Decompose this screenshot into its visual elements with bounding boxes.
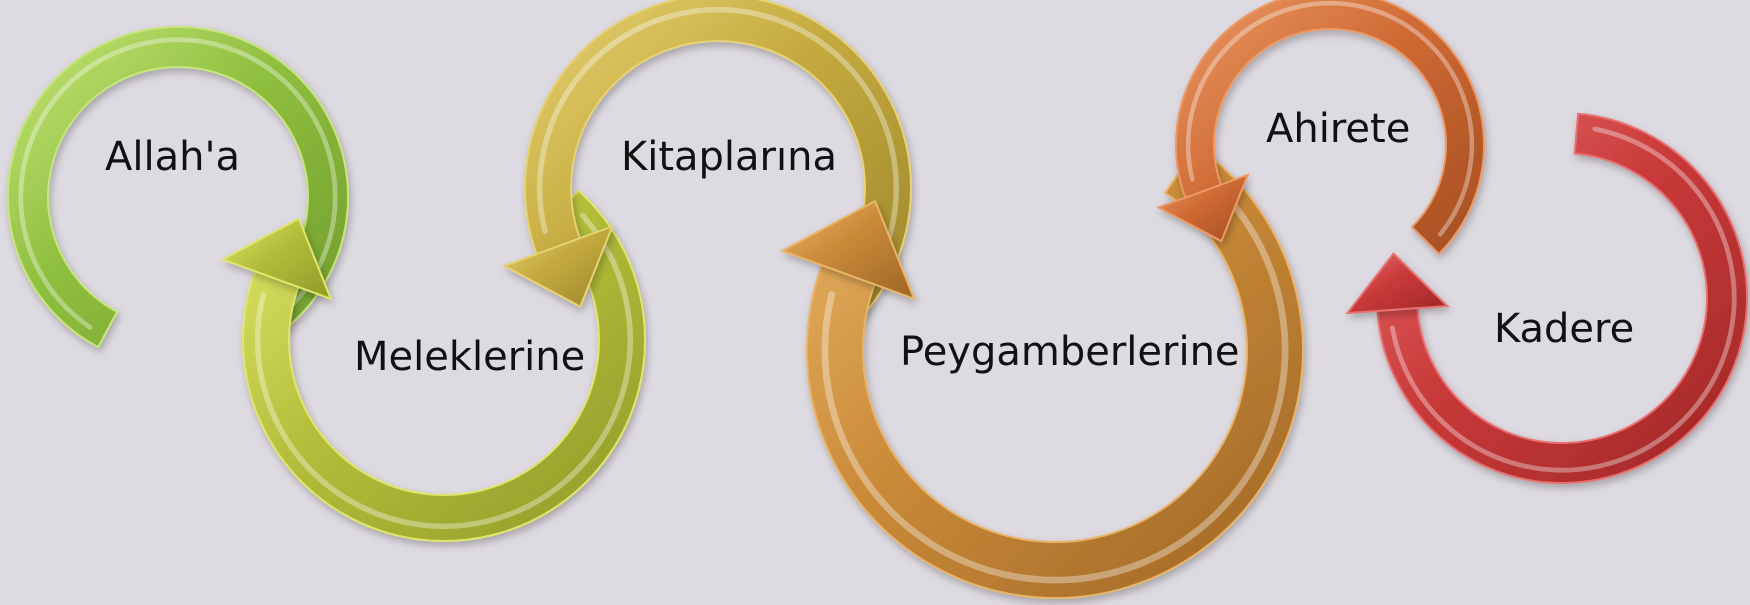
stage-label-meleklerine: Meleklerine [354,334,585,380]
arrow-peygamberlerine-head [780,199,916,301]
arrow-kadere-highlight [1390,126,1737,473]
stage-label-kadere: Kadere [1494,306,1634,352]
arrow-ahirete-highlight [1185,0,1475,237]
arrow-ahirete-body [1175,0,1485,256]
arrow-group [7,0,1748,599]
arrow-meleklerine-highlight [254,212,634,530]
stage-label-kitaplarina: Kitaplarına [621,134,837,180]
stage-label-ahirete: Ahirete [1266,106,1410,152]
arrow-kitaplarina-highlight [536,6,900,311]
arrow-kitaplarina-head [501,224,615,309]
arrow-allaha-body [7,26,349,349]
arrow-allaha-highlight [18,37,338,330]
arrow-meleklerine-body [242,189,646,542]
arrow-kitaplarina-body [524,0,912,333]
arrow-kadere-body [1376,112,1748,484]
arrow-ahirete-head [1156,173,1250,243]
arrow-kadere-head [1345,252,1450,315]
arrow-peygamberlerine-highlight [821,172,1289,584]
stage-label-peygamberlerine: Peygamberlerine [900,329,1240,375]
arrow-peygamberlerine-body [806,145,1304,599]
stage-label-allaha: Allah'a [105,134,240,180]
arrow-meleklerine-head [220,217,333,301]
